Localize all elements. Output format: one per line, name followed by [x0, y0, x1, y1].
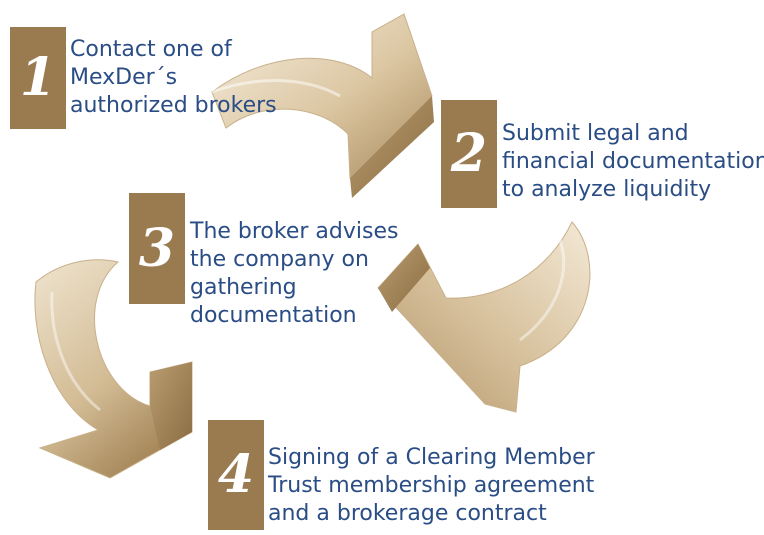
- step-3-line-1: The broker advises: [190, 219, 399, 244]
- step-4-line-3: and a brokerage contract: [268, 501, 547, 526]
- step-3-line-4: documentation: [190, 303, 357, 328]
- step-2-line-3: to analyze liquidity: [502, 177, 712, 202]
- step-2-number-box: 2: [441, 100, 497, 208]
- step-1-line-1: Contact one of: [70, 37, 232, 62]
- arrow-1-to-2: [211, 13, 434, 198]
- step-1-text: Contact one of MexDer´s authorized broke…: [70, 36, 277, 120]
- step-3-line-2: the company on: [190, 247, 369, 272]
- step-1-line-3: authorized brokers: [70, 93, 277, 118]
- step-4-line-2: Trust membership agreement: [268, 473, 595, 498]
- step-4-number-box: 4: [208, 420, 264, 530]
- step-4-text: Signing of a Clearing Member Trust membe…: [268, 444, 595, 528]
- step-1-number-box: 1: [10, 27, 66, 129]
- step-1-number: 1: [19, 47, 57, 108]
- step-3-number: 3: [138, 217, 176, 279]
- step-2-number: 2: [450, 123, 488, 184]
- step-1-line-2: MexDer´s: [70, 65, 178, 90]
- arrow-3-to-4: [34, 259, 193, 479]
- step-4-number: 4: [217, 444, 255, 505]
- step-2-line-2: financial documentation: [502, 149, 764, 174]
- arrow-2-to-3: [377, 221, 591, 413]
- step-3-text: The broker advises the company on gather…: [190, 218, 398, 330]
- step-2-line-1: Submit legal and: [502, 121, 689, 146]
- step-4-line-1: Signing of a Clearing Member: [268, 445, 595, 470]
- step-2-text: Submit legal and financial documentation…: [502, 120, 764, 204]
- step-3-number-box: 3: [129, 193, 185, 304]
- step-3-line-3: gathering: [190, 275, 297, 300]
